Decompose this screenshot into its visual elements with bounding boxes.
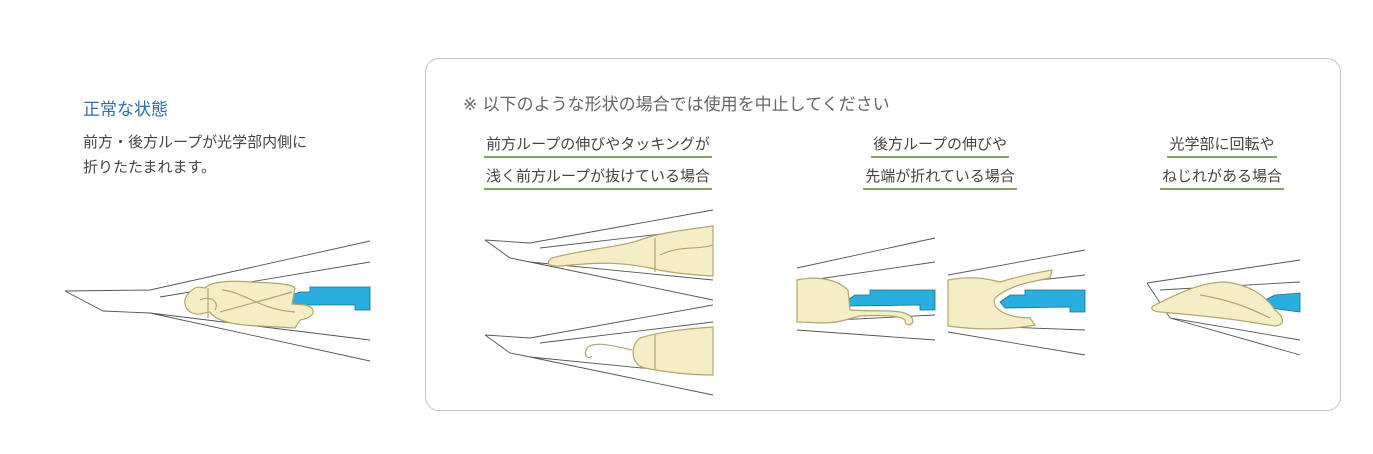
case-1-line-1: 前方ループの伸びやタッキングが <box>484 134 712 158</box>
warning-panel <box>425 58 1341 411</box>
case-caption-3: 光学部に回転や ねじれがある場合 <box>1122 134 1322 198</box>
case-2-line-2: 先端が折れている場合 <box>863 166 1017 190</box>
case-caption-1: 前方ループの伸びやタッキングが 浅く前方ループが抜けている場合 <box>448 134 748 198</box>
normal-state-title: 正常な状態 <box>83 100 168 120</box>
case-2-right-illustration <box>947 249 1086 356</box>
case-2-line-1: 後方ループの伸びや <box>870 134 1010 158</box>
warning-heading: ※ 以下のような形状の場合では使用を中止してください <box>463 95 890 115</box>
case-3-line-2: ねじれがある場合 <box>1159 166 1284 190</box>
case-1-bottom-illustration <box>484 304 714 396</box>
case-1-line-2: 浅く前方ループが抜けている場合 <box>483 166 713 190</box>
case-1-top-illustration <box>484 209 714 301</box>
case-3-line-1: 光学部に回転や <box>1167 134 1277 158</box>
case-caption-2: 後方ループの伸びや 先端が折れている場合 <box>790 134 1090 198</box>
normal-state-desc-line-1: 前方・後方ループが光学部内側に <box>83 133 308 151</box>
normal-state-desc-line-2: 折りたたまれます。 <box>83 158 217 176</box>
case-3-illustration <box>1146 259 1301 356</box>
case-2-left-illustration <box>796 237 936 341</box>
normal-lens-illustration <box>64 240 371 362</box>
